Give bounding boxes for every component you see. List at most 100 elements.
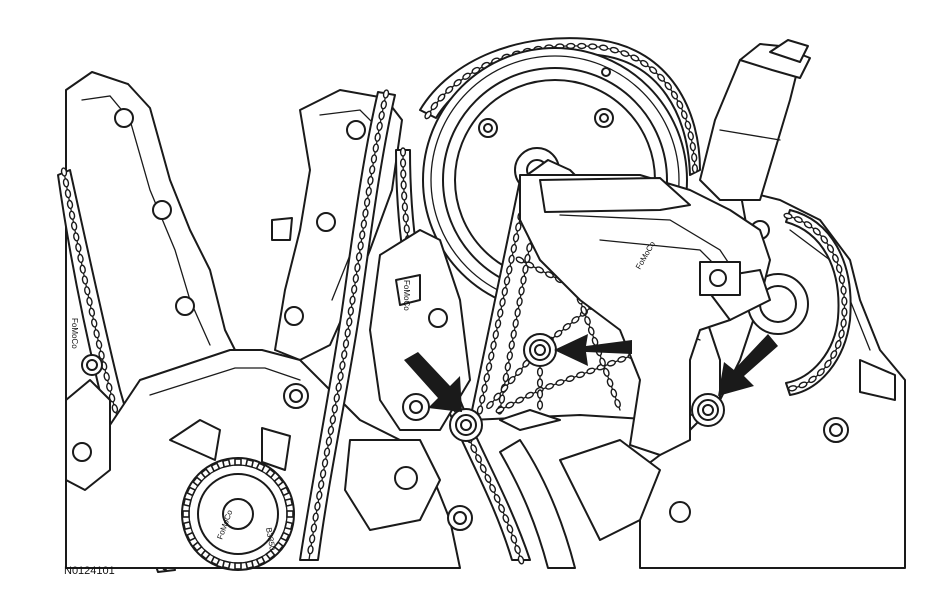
chain-link bbox=[676, 100, 684, 110]
chain-link bbox=[325, 436, 333, 446]
chain-link bbox=[691, 163, 699, 174]
bolt-left bbox=[449, 408, 483, 442]
chain-link bbox=[824, 359, 832, 369]
chain-link bbox=[103, 371, 110, 382]
chain-link bbox=[77, 253, 84, 264]
chain-link bbox=[363, 197, 371, 208]
chain-link bbox=[312, 512, 319, 522]
chain-link bbox=[820, 235, 829, 244]
chain-link bbox=[111, 403, 119, 414]
chain-link bbox=[617, 356, 627, 363]
chain-link bbox=[66, 199, 74, 210]
chain-link bbox=[602, 367, 610, 377]
chain-link bbox=[609, 46, 619, 54]
right-timing-chain bbox=[395, 37, 701, 565]
chain-link bbox=[649, 66, 658, 75]
chain-link bbox=[98, 350, 105, 360]
chain-link bbox=[606, 359, 616, 367]
chain-link bbox=[402, 213, 409, 223]
chain-link bbox=[380, 100, 387, 110]
chain-link bbox=[498, 504, 505, 514]
chain-link bbox=[309, 534, 316, 544]
chain-link bbox=[500, 384, 509, 393]
sprocket-tooth bbox=[273, 541, 284, 552]
chain-link bbox=[840, 318, 847, 328]
chain-link bbox=[510, 243, 517, 254]
chain-link bbox=[610, 388, 618, 398]
sprocket-tooth bbox=[255, 462, 266, 473]
sprocket-tooth bbox=[210, 462, 221, 473]
chain-link bbox=[830, 350, 838, 359]
chain-link bbox=[517, 555, 525, 565]
chain-link bbox=[507, 376, 516, 385]
arrow-right-icon bbox=[718, 334, 778, 396]
chain-link bbox=[319, 469, 327, 479]
chain-link bbox=[462, 72, 471, 80]
chain-link bbox=[370, 154, 378, 164]
chain-link bbox=[816, 368, 825, 377]
chain-link bbox=[492, 329, 499, 340]
sprocket-tooth bbox=[245, 560, 255, 570]
chain-link bbox=[494, 319, 502, 329]
chain-link bbox=[545, 383, 555, 390]
chain-link bbox=[81, 275, 89, 285]
sprocket-tooth bbox=[210, 555, 221, 566]
chain-link bbox=[355, 252, 363, 262]
sprocket-tooth bbox=[234, 562, 242, 570]
sprocket-tooth bbox=[200, 468, 211, 479]
chain-link bbox=[684, 120, 692, 130]
chain-link bbox=[580, 305, 588, 315]
chain-link bbox=[86, 296, 93, 307]
chain-link bbox=[536, 389, 544, 399]
sprocket-tooth bbox=[192, 476, 203, 487]
chain-link bbox=[339, 360, 346, 371]
chain-link bbox=[687, 131, 694, 141]
chain-link bbox=[490, 340, 497, 351]
chain-link bbox=[787, 385, 798, 392]
chain-link bbox=[486, 400, 494, 410]
sprocket-tooth bbox=[279, 531, 290, 542]
chain-link bbox=[453, 78, 462, 87]
chain-link bbox=[838, 329, 845, 339]
chain-link bbox=[584, 316, 591, 326]
chain-link bbox=[826, 244, 835, 253]
chain-link bbox=[475, 454, 482, 464]
part-label-tensioner: FoMoCo bbox=[402, 280, 411, 311]
chain-link bbox=[479, 464, 487, 473]
chain-link bbox=[329, 414, 337, 425]
chain-link bbox=[506, 351, 513, 361]
chain-link bbox=[501, 286, 508, 297]
chain-link bbox=[476, 405, 484, 415]
chain-link bbox=[545, 271, 554, 279]
part-label-sprocket-b: B3350 bbox=[264, 527, 277, 552]
chain-link bbox=[840, 285, 847, 295]
chain-link bbox=[430, 101, 439, 111]
chain-link bbox=[376, 121, 383, 132]
chain-link bbox=[502, 514, 510, 524]
chain-link bbox=[400, 169, 407, 179]
sprocket-tooth bbox=[284, 521, 294, 531]
chain-link bbox=[470, 444, 478, 454]
chain-link bbox=[84, 286, 91, 296]
chain-link bbox=[520, 275, 527, 285]
chain-link bbox=[359, 230, 366, 240]
chain-link bbox=[399, 147, 407, 157]
chain-link bbox=[484, 474, 492, 483]
chain-link bbox=[793, 216, 803, 224]
chain-link bbox=[323, 447, 331, 457]
center-timing-chain bbox=[299, 89, 396, 561]
chain-link bbox=[382, 89, 390, 99]
part-label-left-plate: FoMoCo bbox=[70, 318, 79, 349]
sprocket-tooth bbox=[186, 486, 197, 497]
chain-link bbox=[352, 273, 359, 284]
chain-link bbox=[620, 50, 630, 57]
chain-link bbox=[337, 371, 344, 381]
chain-link bbox=[588, 43, 598, 50]
chain-link bbox=[400, 180, 407, 190]
chain-link bbox=[657, 73, 666, 82]
sprocket-tooth bbox=[192, 541, 203, 552]
chain-link bbox=[803, 221, 813, 229]
chain-link bbox=[598, 44, 609, 51]
chain-link bbox=[577, 42, 587, 50]
chain-link bbox=[555, 379, 565, 386]
